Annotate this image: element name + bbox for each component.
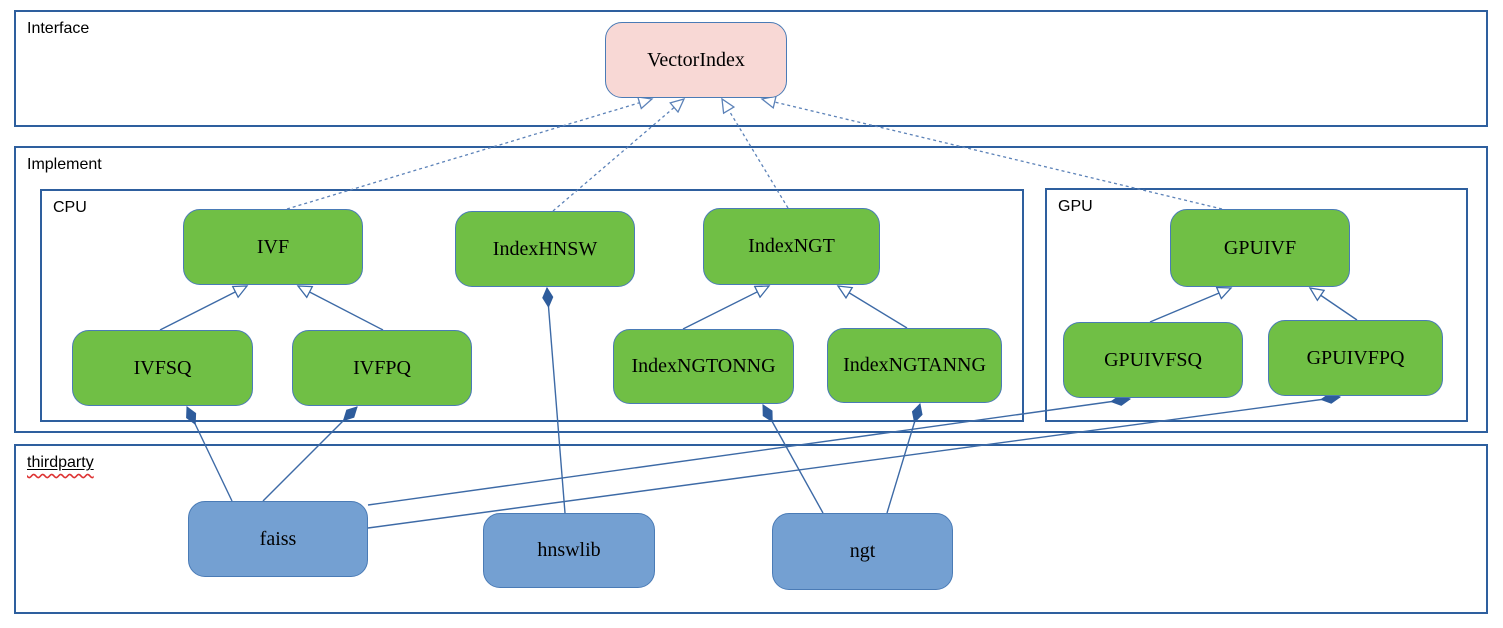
class-node-ivf: IVF: [183, 209, 363, 285]
class-node-gpuivf: GPUIVF: [1170, 209, 1350, 287]
class-node-gpuivfsq: GPUIVFSQ: [1063, 322, 1243, 398]
group-label-text-cpu: CPU: [53, 199, 87, 216]
class-node-indexngtanng: IndexNGTANNG: [827, 328, 1002, 403]
class-node-label-indexngt: IndexNGT: [748, 235, 835, 257]
class-node-hnswlib: hnswlib: [483, 513, 655, 588]
class-node-label-ngt: ngt: [849, 540, 876, 562]
class-node-label-gpuivf: GPUIVF: [1223, 236, 1297, 259]
class-node-indexhnsw: IndexHNSW: [455, 211, 635, 287]
class-node-ivfpq: IVFPQ: [292, 330, 472, 406]
group-label-text-gpu: GPU: [1058, 198, 1093, 215]
group-label-cpu: CPU: [53, 198, 87, 217]
group-label-text-thirdparty: thirdparty: [27, 454, 94, 471]
group-label-implement: Implement: [27, 155, 102, 174]
class-node-ivfsq: IVFSQ: [72, 330, 253, 406]
class-node-label-gpuivfsq: GPUIVFSQ: [1104, 348, 1202, 371]
group-label-thirdparty: thirdparty: [27, 453, 94, 472]
group-label-text-implement: Implement: [27, 156, 102, 173]
class-node-faiss: faiss: [188, 501, 368, 577]
class-node-label-ivfsq: IVFSQ: [133, 356, 192, 379]
group-label-text-interface: Interface: [27, 20, 90, 37]
class-node-label-hnswlib: hnswlib: [537, 539, 601, 561]
class-node-vectorindex: VectorIndex: [605, 22, 787, 98]
class-node-gpuivfpq: GPUIVFPQ: [1268, 320, 1443, 396]
class-node-label-indexngtanng: IndexNGTANNG: [843, 354, 986, 376]
class-node-label-gpuivfpq: GPUIVFPQ: [1306, 346, 1405, 369]
class-node-label-faiss: faiss: [259, 527, 297, 550]
class-node-indexngtonng: IndexNGTONNG: [613, 329, 794, 404]
class-node-label-ivf: IVF: [256, 235, 290, 258]
class-node-indexngt: IndexNGT: [703, 208, 880, 285]
group-label-interface: Interface: [27, 19, 89, 38]
class-node-label-indexngtonng: IndexNGTONNG: [631, 355, 776, 377]
class-node-label-indexhnsw: IndexHNSW: [492, 237, 598, 260]
class-node-label-ivfpq: IVFPQ: [353, 356, 411, 379]
class-node-label-vectorindex: VectorIndex: [647, 48, 745, 71]
group-label-gpu: GPU: [1058, 197, 1093, 216]
class-node-ngt: ngt: [772, 513, 953, 590]
